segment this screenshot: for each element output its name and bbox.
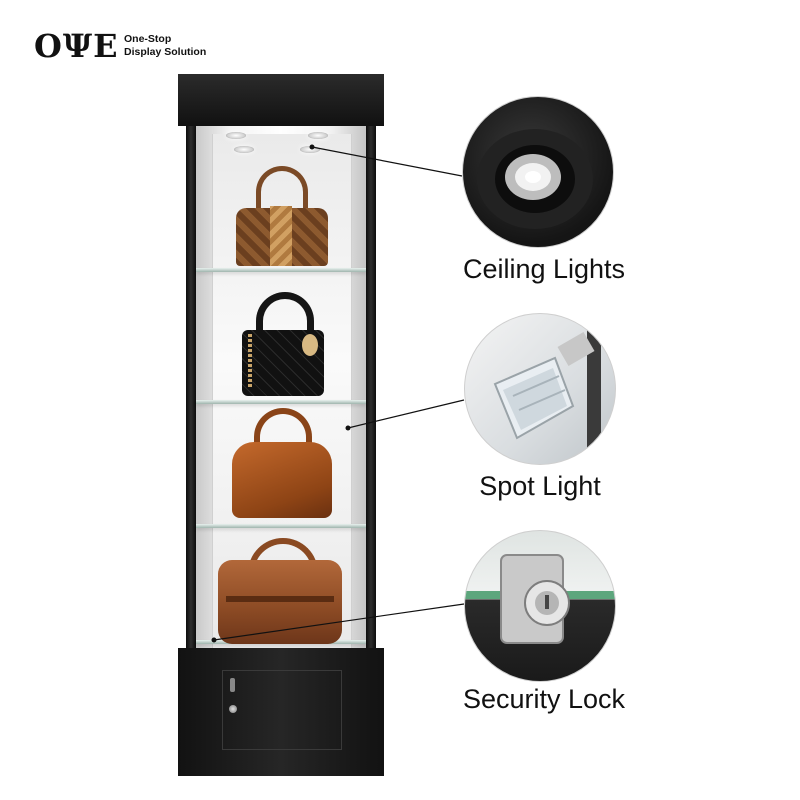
black-quilted-handbag <box>242 292 324 398</box>
cabinet-frame-right <box>366 126 376 712</box>
brown-leather-tote <box>232 408 332 520</box>
leader-line-spot <box>347 399 465 429</box>
glass-shelf <box>196 400 366 404</box>
leader-line-lock <box>213 603 465 641</box>
crocodile-handbag <box>236 166 328 268</box>
leader-line-ceiling <box>311 146 463 177</box>
security-lock-label: Security Lock <box>462 684 626 714</box>
spot-light-label: Spot Light <box>479 471 601 501</box>
ceiling-lights-closeup <box>462 96 614 248</box>
cabinet-top <box>178 74 384 126</box>
brand-tagline: One-Stop Display Solution <box>124 33 234 59</box>
cabinet-frame-left <box>186 126 196 712</box>
cabinet-door <box>222 670 342 750</box>
security-lock-closeup <box>464 530 616 682</box>
tagline-line-2: Display Solution <box>124 46 207 58</box>
security-lock-icon <box>465 554 615 644</box>
ceiling-light <box>300 146 320 153</box>
ceiling-lights-label: Ceiling Lights <box>462 254 626 284</box>
ceiling-light <box>234 146 254 153</box>
glass-shelf <box>196 268 366 272</box>
tagline-line-1: One-Stop <box>124 33 172 45</box>
leader-dot-lock <box>211 637 217 643</box>
logo-mark: OΨE <box>34 27 119 65</box>
leader-dot-spot <box>345 425 351 431</box>
ceiling-light-icon <box>477 129 593 229</box>
spot-light-closeup <box>464 313 616 465</box>
cabinet-knob <box>229 705 237 713</box>
spot-light-icon <box>493 314 601 464</box>
cabinet-lock <box>230 678 235 692</box>
ceiling-light <box>226 132 246 139</box>
ceiling-light <box>308 132 328 139</box>
display-cabinet <box>178 74 384 776</box>
glass-shelf <box>196 524 366 528</box>
leader-dot-ceiling <box>309 144 315 150</box>
cabinet-storage-base <box>178 648 384 776</box>
